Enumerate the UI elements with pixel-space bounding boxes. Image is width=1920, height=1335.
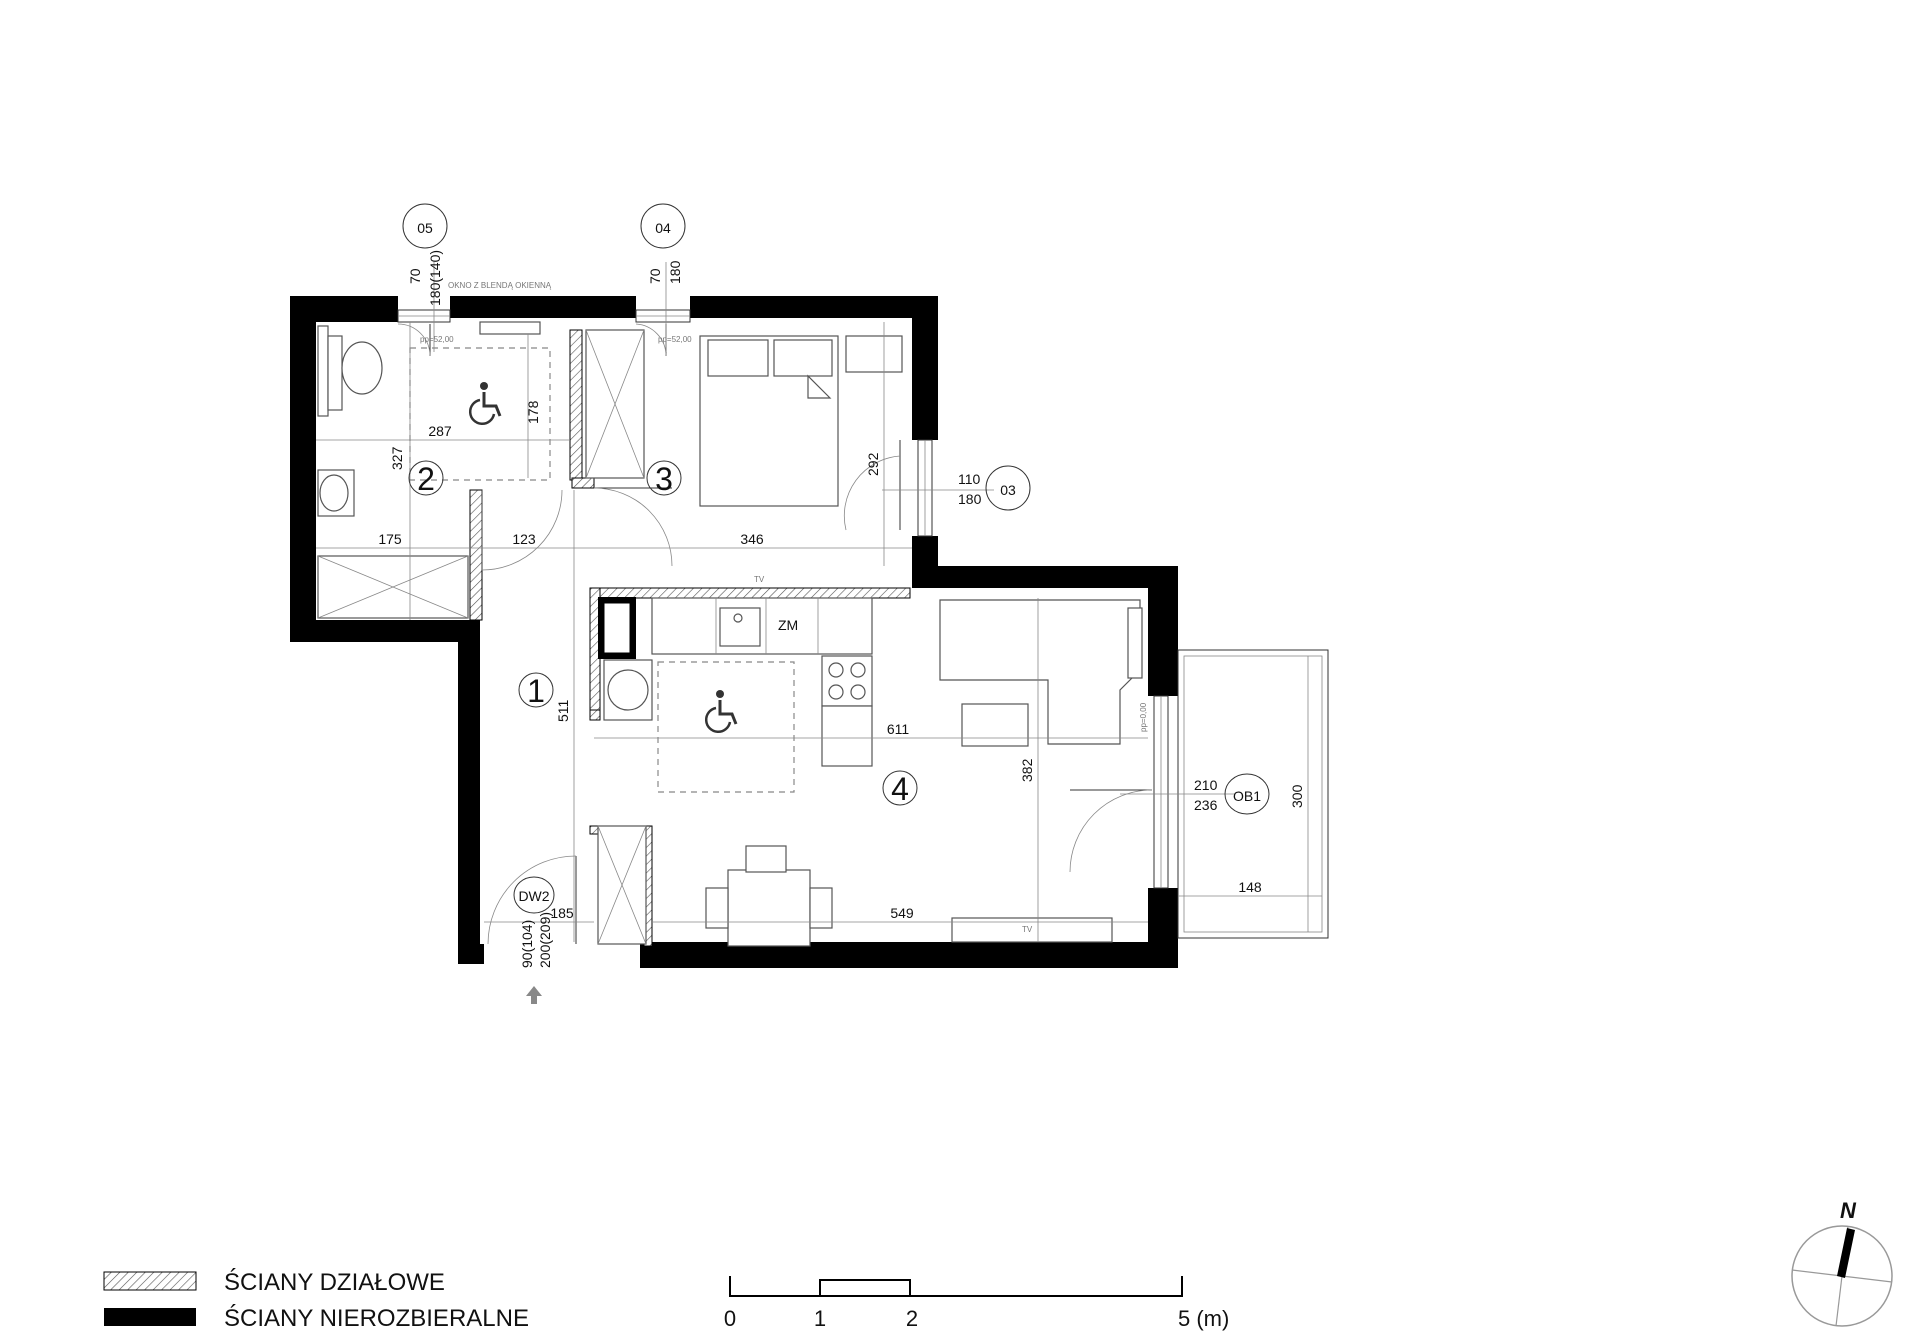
scale-tick-5: 5 (m) (1178, 1306, 1229, 1331)
room-number-4: 4 (891, 771, 909, 807)
sill-04: pp=52,00 (658, 335, 692, 344)
dim-123: 123 (512, 531, 536, 547)
north-arrow: N (1791, 1198, 1893, 1327)
tv-label-2: TV (1022, 925, 1033, 934)
ob1-width: 210 (1194, 777, 1218, 793)
room-dimension-texts: 287 178 327 175 123 346 292 511 611 382 … (378, 400, 1305, 921)
windows (397, 309, 1169, 889)
legend-label-partition: ŚCIANY DZIAŁOWE (224, 1268, 445, 1296)
w03-height: 180 (958, 491, 982, 507)
zm-label: ZM (778, 617, 798, 633)
dim-292: 292 (865, 452, 881, 476)
dim-148: 148 (1238, 879, 1262, 895)
dim-287: 287 (428, 423, 452, 439)
kitchen-furniture (603, 597, 873, 793)
accessibility-icons (468, 382, 738, 734)
legend-swatch-structural (104, 1308, 196, 1326)
dimension-lines (316, 262, 1322, 942)
window-tags: 05 04 03 OB1 DW2 (402, 203, 1270, 914)
sill-notes: pp=52,00 pp=52,00 pp=0,00 (420, 335, 1148, 732)
dim-346: 346 (740, 531, 764, 547)
scale-tick-0: 0 (724, 1306, 736, 1331)
dim-300: 300 (1289, 784, 1305, 808)
dim-611: 611 (887, 721, 910, 737)
bathroom-fixtures (317, 321, 551, 619)
scale-bar: 0 1 2 5 (m) (724, 1276, 1229, 1331)
bedroom-furniture (585, 329, 903, 507)
window-tag-ob1: OB1 (1233, 788, 1261, 804)
dim-185: 185 (550, 905, 574, 921)
window-tag-03: 03 (1000, 482, 1016, 498)
legend: ŚCIANY DZIAŁOWE ŚCIANY NIEROZBIERALNE (103, 1268, 529, 1332)
structural-walls (290, 296, 1178, 968)
legend-label-structural: ŚCIANY NIEROZBIERALNE (224, 1304, 529, 1332)
room-number-1: 1 (527, 673, 545, 709)
legend-swatch-partition (103, 1271, 197, 1291)
room-number-2: 2 (417, 461, 435, 497)
dim-178: 178 (525, 400, 541, 424)
sill-ob1: pp=0,00 (1139, 702, 1148, 732)
scale-tick-1: 1 (814, 1306, 826, 1331)
ob1-height: 236 (1194, 797, 1218, 813)
window-tag-04: 04 (655, 220, 671, 236)
w04-width: 70 (647, 268, 663, 284)
dim-175: 175 (378, 531, 402, 547)
dw2-height: 200(209) (537, 912, 553, 968)
dw2-width: 90(104) (519, 920, 535, 968)
door-tag-dw2: DW2 (518, 888, 549, 904)
window-dimension-texts: 70 180(140) OKNO Z BLENDĄ OKIENNĄ 70 180… (407, 250, 1218, 968)
w05-width: 70 (407, 268, 423, 284)
fixture-labels: ZM TV TV (754, 575, 1033, 934)
doors (481, 487, 673, 945)
w03-width: 110 (958, 471, 981, 487)
north-label: N (1840, 1198, 1857, 1223)
w05-height: 180(140) (427, 250, 443, 306)
room-numbers: 2 3 1 4 (408, 460, 918, 807)
wheelchair-icon (704, 690, 738, 734)
entrance-arrow-icon (526, 986, 542, 1004)
north-arrow-icon (1837, 1228, 1855, 1278)
room-number-3: 3 (655, 461, 673, 497)
dim-327: 327 (389, 446, 405, 470)
w04-height: 180 (667, 260, 683, 284)
w05-note: OKNO Z BLENDĄ OKIENNĄ (448, 281, 552, 290)
sill-05: pp=52,00 (420, 335, 454, 344)
dim-382: 382 (1019, 758, 1035, 782)
scale-tick-2: 2 (906, 1306, 918, 1331)
dim-549: 549 (890, 905, 914, 921)
tv-label-1: TV (754, 575, 765, 584)
wheelchair-icon (468, 382, 502, 426)
living-furniture (597, 599, 1143, 947)
window-tag-05: 05 (417, 220, 433, 236)
dim-511: 511 (555, 699, 571, 722)
